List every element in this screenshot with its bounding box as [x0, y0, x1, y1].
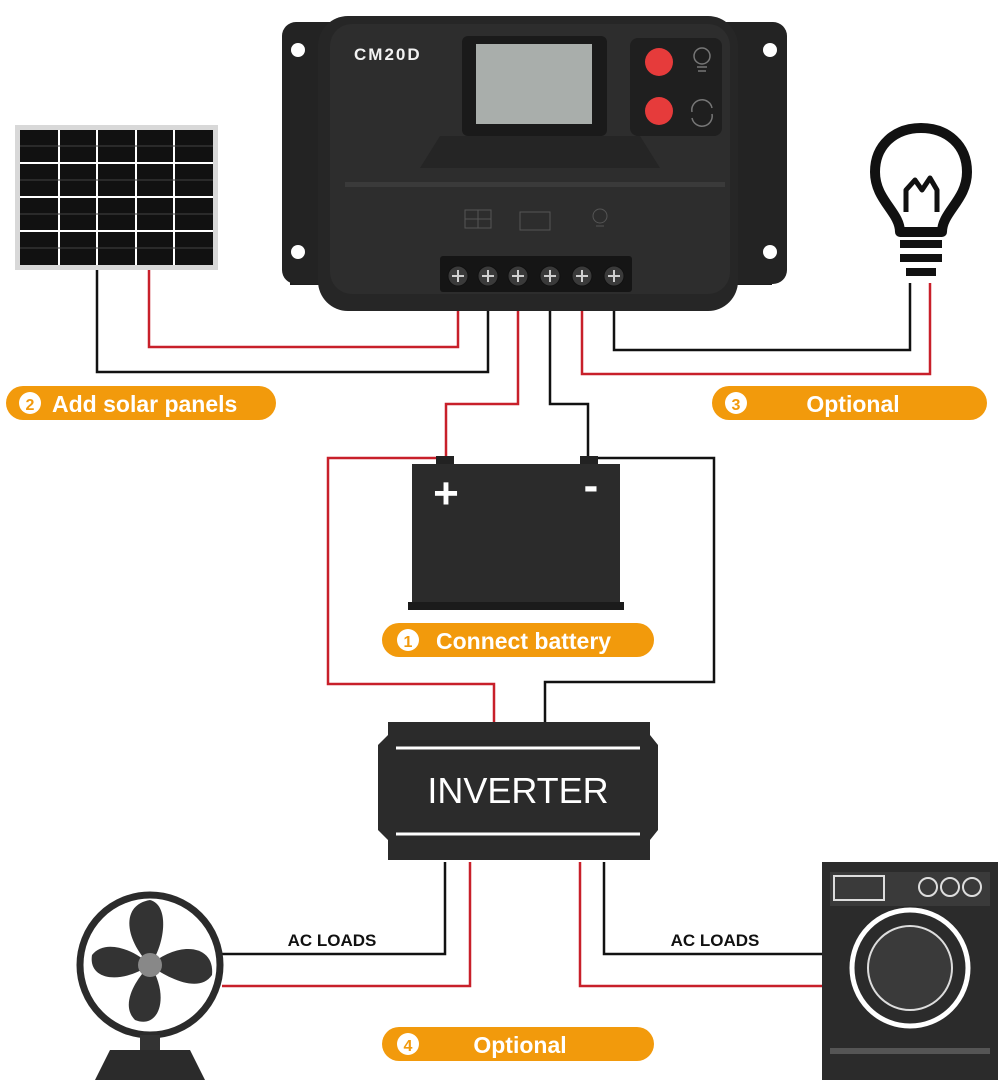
terminal-block	[440, 256, 632, 292]
wire-fan-black	[222, 862, 447, 956]
inverter: INVERTER	[378, 722, 658, 860]
mount-hole	[763, 43, 777, 57]
wire-battery-positive	[444, 305, 520, 458]
cycle-icon	[691, 99, 713, 127]
step-badge-4: 4 Optional	[382, 1027, 654, 1061]
step-badge-2: 2 Add solar panels	[6, 386, 276, 420]
lcd-screen	[476, 44, 592, 124]
step-label: Optional	[806, 391, 899, 417]
step-number: 4	[404, 1038, 413, 1055]
wire-inverter-negative	[543, 456, 716, 722]
battery-symbol	[519, 211, 551, 231]
wire-battery-negative	[548, 305, 590, 458]
mount-hole	[291, 245, 305, 259]
controller-model: CM20D	[354, 45, 422, 64]
load-symbol	[592, 208, 608, 227]
step-badge-3: 3 Optional	[712, 386, 987, 420]
step-badge-1: 1 Connect battery	[382, 623, 654, 657]
battery-negative-symbol: -	[584, 461, 599, 510]
bulb-icon	[693, 47, 711, 72]
mount-hole	[763, 245, 777, 259]
menu-button[interactable]	[645, 48, 673, 76]
washing-machine-icon	[822, 862, 998, 1080]
wire-solar-negative	[95, 268, 490, 374]
step-number: 1	[404, 634, 413, 651]
step-label: Add solar panels	[52, 391, 237, 417]
wire-inverter-positive	[326, 456, 496, 722]
wire-load-negative	[612, 283, 912, 352]
wire-washer-black	[602, 862, 822, 956]
ac-loads-right-label: AC LOADS	[671, 931, 760, 950]
wire-fan-red	[222, 862, 472, 988]
setting-button[interactable]	[645, 97, 673, 125]
fan-icon	[76, 891, 224, 1080]
wires	[95, 268, 932, 988]
panel-symbol	[464, 209, 492, 229]
solar-panel-icon	[15, 125, 218, 270]
wire-washer-red	[578, 862, 822, 988]
step-label: Optional	[473, 1032, 566, 1058]
step-number: 3	[732, 397, 741, 414]
battery-icon: + -	[408, 456, 624, 610]
terminal-screws	[447, 265, 625, 287]
charge-controller: CM20D	[282, 16, 787, 311]
wire-solar-positive	[147, 268, 460, 349]
light-bulb-icon	[870, 123, 972, 276]
ac-loads-left-label: AC LOADS	[288, 931, 377, 950]
wire-load-positive	[580, 283, 932, 376]
battery-positive-symbol: +	[433, 469, 459, 518]
step-number: 2	[26, 397, 35, 414]
mount-hole	[291, 43, 305, 57]
inverter-label: INVERTER	[427, 770, 608, 811]
step-label: Connect battery	[436, 628, 611, 654]
